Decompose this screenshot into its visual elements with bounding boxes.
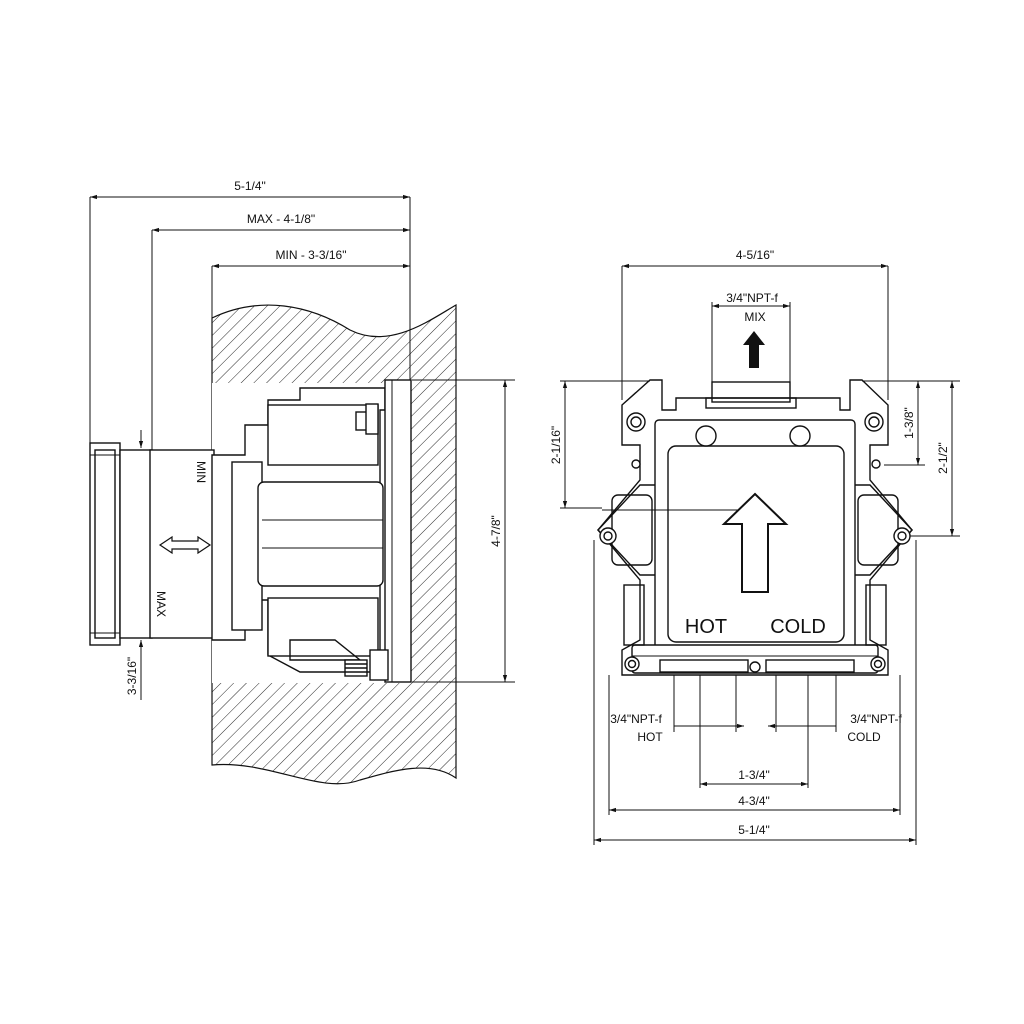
min-label: MIN — [194, 461, 208, 483]
mix-thread-label: 3/4"NPT-f — [726, 291, 778, 305]
mix-port-label: MIX — [744, 310, 765, 324]
side-view: MIN MAX 5-1/4" MAX - 4-1/8" MIN - 3-3/16… — [89, 179, 515, 785]
dim-left-height: 2-1/16" — [549, 426, 563, 464]
dim-right-large: 2-1/2" — [936, 442, 950, 474]
dim-max-depth: MAX - 4-1/8" — [247, 212, 315, 226]
cold-port-label: COLD — [847, 730, 881, 744]
valve-body-side — [211, 379, 412, 683]
min-max-arrow — [158, 535, 212, 555]
hot-thread-label: 3/4"NPT-f — [610, 712, 662, 726]
dim-overall-width-side: 5-1/4" — [234, 179, 266, 193]
dim-height-side: 4-7/8" — [489, 515, 503, 547]
dim-port-spacing: 1-3/4" — [738, 768, 770, 782]
cold-thread-label: 3/4"NPT-f — [850, 712, 902, 726]
hot-label: HOT — [685, 616, 727, 638]
dim-trim-depth: 3-3/16" — [125, 657, 139, 695]
dim-top-width: 4-5/16" — [736, 248, 774, 262]
mounting-screws — [599, 412, 911, 673]
front-view: HOT COLD 4-5/16" 3/4"NPT-f MIX 2-1/16" 1… — [549, 248, 960, 845]
mix-outlet-arrow — [743, 331, 765, 368]
hot-port-label: HOT — [637, 730, 663, 744]
max-label: MAX — [154, 591, 168, 617]
flow-direction-arrow — [721, 492, 789, 593]
dim-overall-width-front: 5-1/4" — [738, 823, 770, 837]
dim-right-small: 1-3/8" — [902, 407, 916, 439]
dim-min-depth: MIN - 3-3/16" — [276, 248, 347, 262]
dim-mount-width: 4-3/4" — [738, 794, 770, 808]
cold-label: COLD — [770, 616, 826, 638]
